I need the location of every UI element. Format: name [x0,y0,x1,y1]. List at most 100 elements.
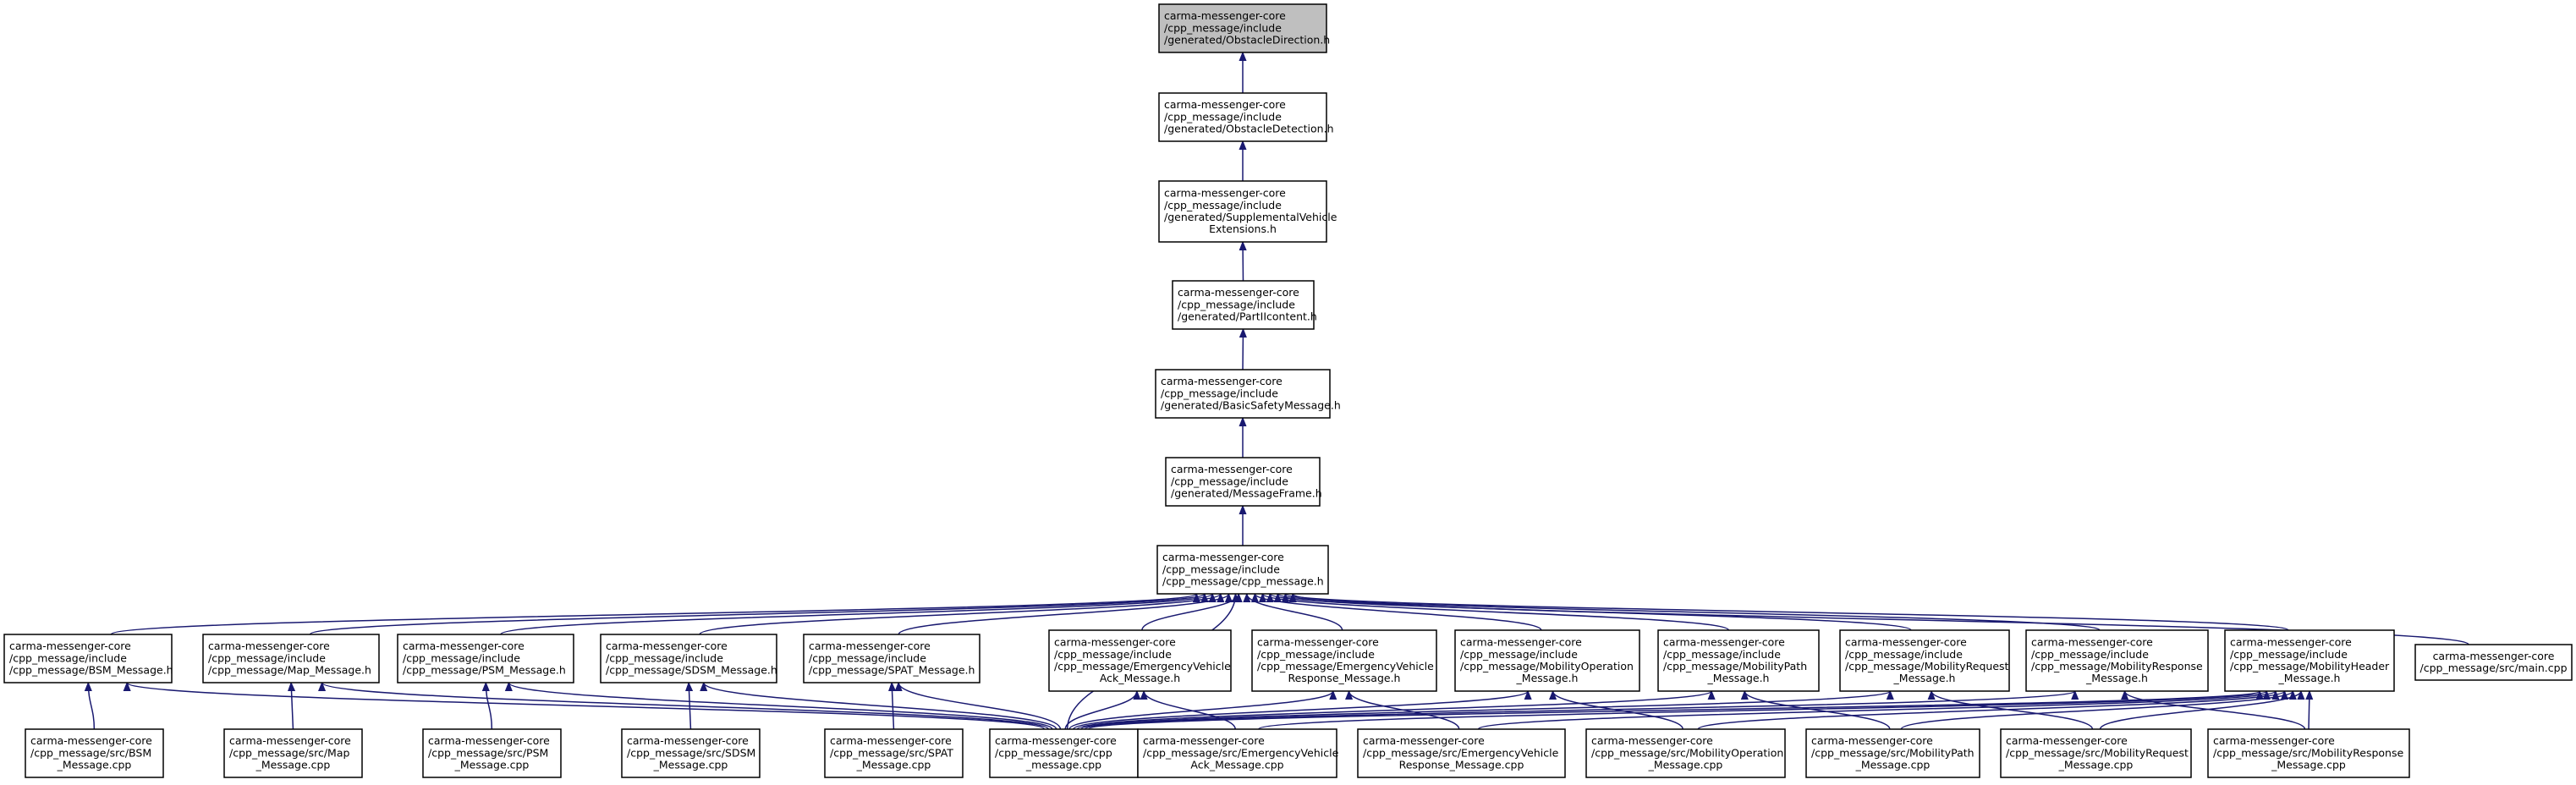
node-spat-message-cpp[interactable]: carma-messenger-core/cpp_message/src/SPA… [824,728,964,778]
node-mobility-operation-message-h-label-line: _Message.h [1516,672,1579,684]
node-map-message-cpp-label-line: _Message.cpp [255,759,331,771]
node-obstacle-direction-h-label-line: /cpp_message/include [1164,21,1282,34]
node-mobility-path-message-cpp-box[interactable] [1805,728,1980,778]
node-map-message-h[interactable]: carma-messenger-core/cpp_message/include… [202,634,380,683]
node-main-cpp[interactable]: carma-messenger-core/cpp_message/src/mai… [2414,644,2573,681]
node-obstacle-direction-h[interactable]: carma-messenger-core/cpp_message/include… [1158,3,1330,53]
node-cpp-message-h[interactable]: carma-messenger-core/cpp_message/include… [1156,545,1329,595]
node-mobility-request-message-h[interactable]: carma-messenger-core/cpp_message/include… [1839,629,2010,692]
node-emergency-vehicle-response-message-h-label-line: Response_Message.h [1288,672,1401,684]
node-cpp-message-h-box[interactable] [1156,545,1329,595]
node-map-message-h-box[interactable] [202,634,380,683]
node-mobility-path-message-cpp-label-line: _Message.cpp [1855,759,1931,771]
node-sdsm-message-cpp-box[interactable] [621,728,761,778]
node-emergency-vehicle-ack-message-cpp[interactable]: carma-messenger-core/cpp_message/src/Eme… [1137,728,1339,778]
node-mobility-operation-message-h-label-line: /cpp_message/include [1460,648,1578,661]
node-bsm-message-cpp-box[interactable] [25,728,164,778]
edge-c10-to-b12 [1900,690,2293,730]
node-supplemental-vehicle-extensions-h[interactable]: carma-messenger-core/cpp_message/include… [1158,180,1337,243]
node-mobility-request-message-h-label-line: _Message.h [1893,672,1956,684]
node-mobility-request-message-cpp-box[interactable] [2000,728,2192,778]
node-partiicontent-h-box[interactable] [1172,280,1315,330]
node-mobility-operation-message-h-label-line: carma-messenger-core [1460,636,1582,649]
node-basic-safety-message-h-label-line: /cpp_message/include [1161,387,1278,399]
node-main-cpp-box[interactable] [2414,644,2573,681]
node-mobility-path-message-cpp-label-line: /cpp_message/src/MobilityPath [1811,746,1975,759]
node-mobility-operation-message-h[interactable]: carma-messenger-core/cpp_message/include… [1454,629,1640,692]
node-partiicontent-h-label-line: carma-messenger-core [1178,286,1299,299]
node-map-message-cpp-box[interactable] [223,728,363,778]
node-bsm-message-h-label-line: carma-messenger-core [9,640,131,652]
node-main-cpp-label-line: carma-messenger-core [2433,650,2555,662]
node-cpp-message-h-label-line: /cpp_message/cpp_message.h [1162,575,1324,588]
node-message-frame-h-label-line: /cpp_message/include [1171,475,1288,487]
node-mobility-response-message-cpp[interactable]: carma-messenger-core/cpp_message/src/Mob… [2207,728,2410,778]
node-mobility-path-message-h-box[interactable] [1657,629,1820,692]
node-spat-message-cpp-label-line: carma-messenger-core [830,734,952,747]
node-emergency-vehicle-response-message-cpp[interactable]: carma-messenger-core/cpp_message/src/Eme… [1357,728,1566,778]
node-message-frame-h-box[interactable] [1165,457,1321,507]
node-obstacle-detection-h[interactable]: carma-messenger-core/cpp_message/include… [1158,92,1334,142]
node-mobility-response-message-cpp-label-line: carma-messenger-core [2213,734,2335,747]
node-psm-message-h[interactable]: carma-messenger-core/cpp_message/include… [397,634,574,683]
node-emergency-vehicle-response-message-cpp-label-line: /cpp_message/src/EmergencyVehicle [1363,746,1559,759]
node-supplemental-vehicle-extensions-h-box[interactable] [1158,180,1327,243]
node-message-frame-h-label-line: carma-messenger-core [1171,463,1293,475]
node-spat-message-cpp-box[interactable] [824,728,964,778]
node-emergency-vehicle-response-message-h[interactable]: carma-messenger-core/cpp_message/include… [1251,629,1437,692]
node-emergency-vehicle-ack-message-cpp-label-line: carma-messenger-core [1143,734,1265,747]
node-mobility-operation-message-cpp[interactable]: carma-messenger-core/cpp_message/src/Mob… [1585,728,1786,778]
node-bsm-message-cpp[interactable]: carma-messenger-core/cpp_message/src/BSM… [25,728,164,778]
node-mobility-header-message-h-box[interactable] [2224,629,2395,692]
node-emergency-vehicle-response-message-h-box[interactable] [1251,629,1437,692]
node-emergency-vehicle-ack-message-h[interactable]: carma-messenger-core/cpp_message/include… [1048,629,1232,692]
node-map-message-cpp[interactable]: carma-messenger-core/cpp_message/src/Map… [223,728,363,778]
node-mobility-request-message-cpp[interactable]: carma-messenger-core/cpp_message/src/Mob… [2000,728,2192,778]
node-obstacle-direction-h-box[interactable] [1158,3,1327,53]
node-emergency-vehicle-ack-message-cpp-box[interactable] [1137,728,1337,778]
node-mobility-path-message-h[interactable]: carma-messenger-core/cpp_message/include… [1657,629,1820,692]
node-mobility-request-message-h-box[interactable] [1839,629,2010,692]
node-mobility-path-message-cpp[interactable]: carma-messenger-core/cpp_message/src/Mob… [1805,728,1980,778]
node-emergency-vehicle-ack-message-h-box[interactable] [1048,629,1232,692]
node-emergency-vehicle-response-message-cpp-box[interactable] [1357,728,1566,778]
node-sdsm-message-h-label-line: /cpp_message/SDSM_Message.h [606,664,777,677]
node-message-frame-h[interactable]: carma-messenger-core/cpp_message/include… [1165,457,1322,507]
node-mobility-operation-message-cpp-box[interactable] [1585,728,1786,778]
node-mobility-response-message-cpp-box[interactable] [2207,728,2410,778]
node-cpp-message-cpp-box[interactable] [989,728,1139,778]
node-partiicontent-h[interactable]: carma-messenger-core/cpp_message/include… [1172,280,1317,330]
node-spat-message-h[interactable]: carma-messenger-core/cpp_message/include… [803,634,980,683]
node-psm-message-cpp-label-line: carma-messenger-core [428,734,550,747]
node-sdsm-message-h-box[interactable] [600,634,777,683]
edge-c5-to-b5 [892,683,893,730]
node-psm-message-h-box[interactable] [397,634,574,683]
node-psm-message-cpp-box[interactable] [422,728,562,778]
node-mobility-operation-message-cpp-label-line: /cpp_message/src/MobilityOperation [1591,746,1783,759]
node-spat-message-h-box[interactable] [803,634,980,683]
edges-layer [88,52,2469,730]
node-supplemental-vehicle-extensions-h-label-line: /generated/SupplementalVehicle [1164,211,1337,223]
node-mobility-response-message-cpp-label-line: _Message.cpp [2271,759,2346,771]
node-mobility-response-message-h-box[interactable] [2025,629,2209,692]
node-mobility-header-message-h[interactable]: carma-messenger-core/cpp_message/include… [2224,629,2395,692]
edge-c8-to-b12 [1477,690,2276,730]
node-sdsm-message-h[interactable]: carma-messenger-core/cpp_message/include… [600,634,777,683]
node-bsm-message-h-box[interactable] [3,634,173,683]
node-psm-message-cpp[interactable]: carma-messenger-core/cpp_message/src/PSM… [422,728,562,778]
node-sdsm-message-cpp[interactable]: carma-messenger-core/cpp_message/src/SDS… [621,728,761,778]
edge-b13-to-n6 [1293,593,2469,645]
node-mobility-operation-message-h-box[interactable] [1454,629,1640,692]
edge-b1-to-n6 [110,593,1196,635]
node-psm-message-h-label-line: /cpp_message/PSM_Message.h [403,664,566,677]
node-basic-safety-message-h-box[interactable] [1155,369,1331,419]
node-cpp-message-cpp[interactable]: carma-messenger-core/cpp_message/src/cpp… [989,728,1139,778]
edge-c9-to-b8 [1553,690,1683,730]
node-bsm-message-h[interactable]: carma-messenger-core/cpp_message/include… [3,634,173,683]
node-obstacle-detection-h-box[interactable] [1158,92,1327,142]
edge-c6-to-b4 [704,682,1057,730]
node-mobility-response-message-h[interactable]: carma-messenger-core/cpp_message/include… [2025,629,2209,692]
node-basic-safety-message-h[interactable]: carma-messenger-core/cpp_message/include… [1155,369,1341,419]
node-basic-safety-message-h-label-line: carma-messenger-core [1161,375,1283,387]
node-mobility-path-message-h-label-line: /cpp_message/include [1663,648,1781,661]
